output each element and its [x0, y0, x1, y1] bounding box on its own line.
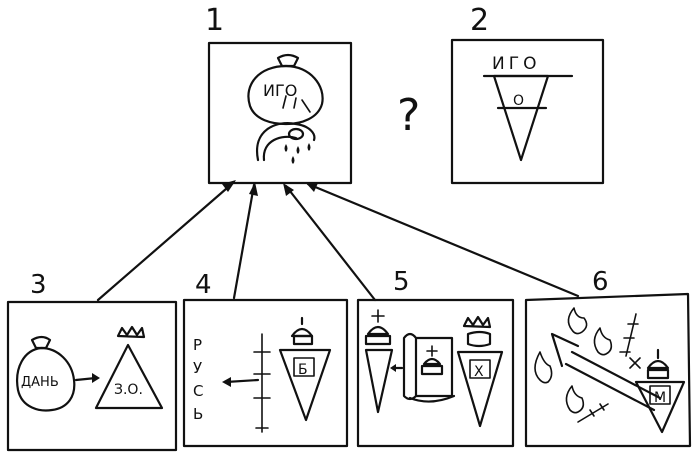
money-bag-pouring-icon — [247, 53, 324, 164]
panel-4-number: 4 — [195, 270, 212, 300]
panel-3-number: 3 — [30, 270, 47, 300]
sword-marks-icon — [577, 313, 641, 423]
panel-1-label: ИГО — [263, 81, 297, 100]
panel-2: ИГО О — [450, 38, 605, 185]
panel-1-number: 1 — [205, 3, 224, 38]
panel-6-number: 6 — [592, 267, 609, 297]
crown-triangle-icon — [94, 325, 164, 410]
panel-5: Х — [356, 298, 515, 448]
panel-4-side-text-2: У — [193, 359, 202, 377]
panel-2-label: ИГО — [492, 54, 540, 74]
panel-2-frame — [450, 38, 605, 185]
panel-4: Р У С Ь Б — [182, 298, 349, 448]
panel-2-inner: О — [513, 93, 524, 109]
arrow-6-to-1 — [306, 182, 580, 298]
scroll-icon — [402, 332, 456, 403]
panel-2-number: 2 — [470, 3, 489, 38]
panel-4-side-text-3: С — [193, 382, 203, 400]
ladder-icon — [253, 333, 271, 433]
panel-3-label-right: З.О. — [114, 382, 143, 398]
panel-5-number: 5 — [393, 267, 410, 297]
panel-4-frame — [182, 298, 349, 448]
crown-shield-figure-icon — [456, 315, 504, 428]
arrow-left — [224, 378, 260, 384]
question-mark: ? — [397, 90, 420, 141]
panel-3: ДАНЬ З.О. — [6, 300, 178, 452]
arrow-4-to-1 — [232, 183, 256, 300]
panel-5-frame — [356, 298, 515, 448]
arrow-5-to-1 — [284, 184, 377, 302]
big-arrow-icon — [550, 332, 662, 412]
arrow-3-to-1 — [96, 180, 236, 302]
panel-1: ИГО — [207, 41, 353, 185]
panel-4-side-text-1: Р — [193, 336, 202, 354]
arrows-to-panel-1 — [96, 180, 580, 302]
panel-6-shield: М — [654, 390, 666, 406]
panel-3-frame — [6, 300, 178, 452]
helmet-shield-figure-icon — [634, 348, 686, 434]
cross-helmet-figure-icon — [364, 309, 394, 414]
panel-6-frame — [524, 292, 692, 448]
panel-1-frame — [207, 41, 353, 185]
panel-4-side-text-4: Ь — [193, 405, 203, 423]
panel-5-shield: Х — [474, 364, 484, 380]
money-bag-icon — [16, 335, 76, 412]
inverted-triangle-icon — [492, 74, 550, 162]
panel-6: М — [524, 292, 692, 448]
fire-icons — [534, 307, 613, 414]
panel-3-label-left: ДАНЬ — [21, 375, 59, 390]
helmet-shield-icon — [278, 316, 332, 422]
panel-4-shield: Б — [298, 362, 308, 378]
